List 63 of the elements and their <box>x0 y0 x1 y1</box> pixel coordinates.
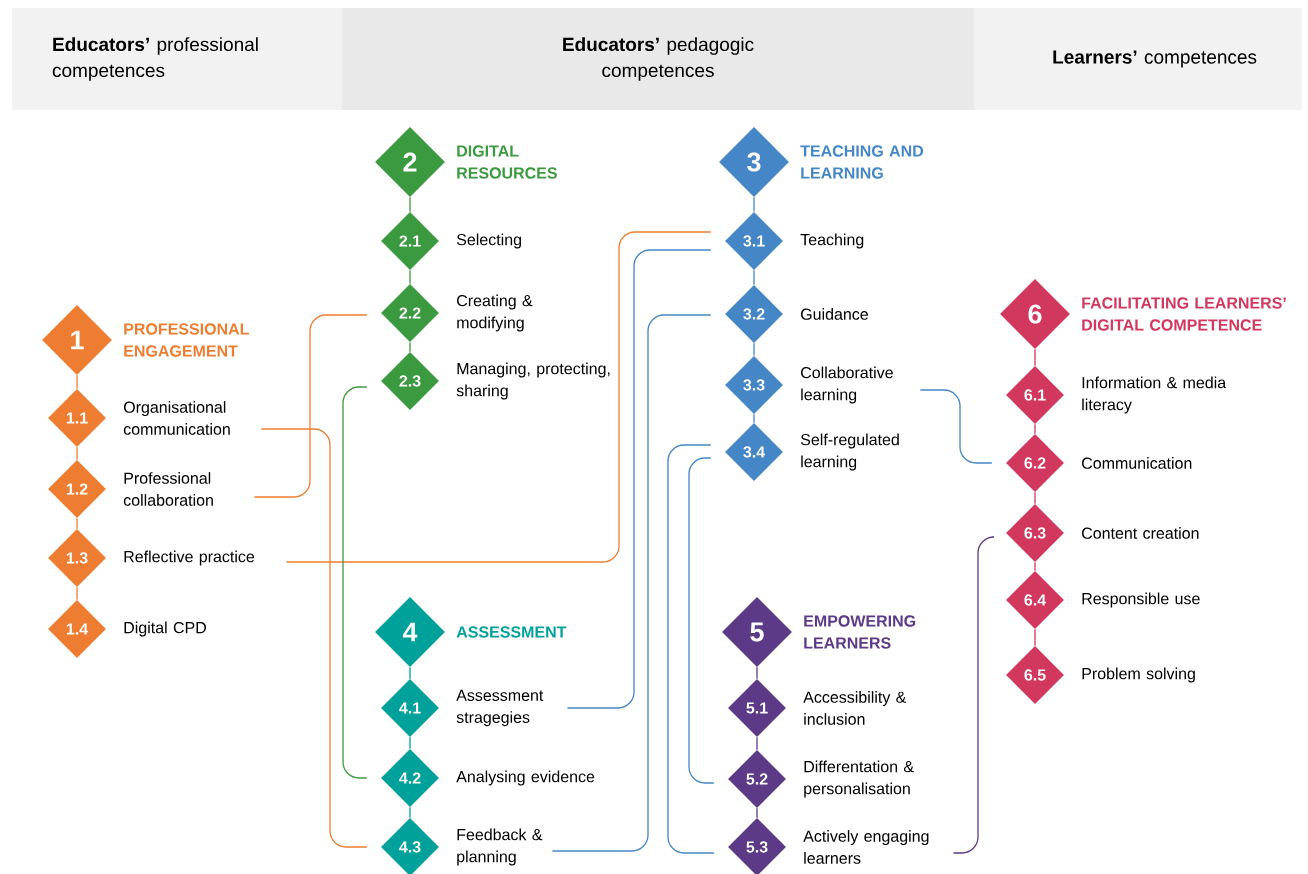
connector-line <box>409 806 411 819</box>
header-band: Learners’ competences <box>974 8 1302 110</box>
header-band: Educators’ professional competences <box>12 8 342 110</box>
connector-line <box>756 666 758 680</box>
connector-line <box>409 341 411 353</box>
connector-line <box>952 536 995 854</box>
area-heading: ASSESSMENT <box>456 626 567 638</box>
competence-label: Selecting <box>456 233 521 249</box>
connector-line <box>409 666 411 680</box>
connector-line <box>76 586 78 601</box>
connector-line <box>76 446 78 461</box>
competence-label: Analysing evidence <box>456 770 595 786</box>
area-heading: DIGITAL RESOURCES <box>457 145 557 179</box>
connector-line <box>551 314 712 852</box>
connector-line <box>756 736 758 751</box>
competence-label: Self-regulated learning <box>800 433 899 471</box>
competence-label: Actively engaging learners <box>803 830 929 864</box>
connector-line <box>667 444 715 854</box>
competence-label: Assessment stragegies <box>456 689 544 727</box>
connector-line <box>1034 628 1036 647</box>
connector-line <box>753 342 755 357</box>
competence-label: Teaching <box>800 233 864 249</box>
competence-label: Content creation <box>1082 527 1199 539</box>
competence-label: Communication <box>1082 457 1192 469</box>
connector-line <box>1034 491 1036 505</box>
competence-label: Information & media literacy <box>1082 376 1227 414</box>
competence-label: Managing, protecting, sharing <box>456 362 610 400</box>
competence-label: Digital CPD <box>124 621 206 637</box>
competence-label: Guidance <box>801 308 868 320</box>
area-heading: TEACHING AND LEARNING <box>800 145 924 179</box>
area-heading: PROFESSIONAL ENGAGEMENT <box>124 323 249 357</box>
connector-line <box>756 807 758 819</box>
competence-label: Feedback & planning <box>457 828 543 866</box>
connector-line <box>409 196 411 213</box>
competence-label: Differentation & personalisation <box>804 760 914 798</box>
connector-line <box>76 374 78 390</box>
connector-line <box>285 231 712 563</box>
header-band: Educators’ pedagogic competences <box>342 8 974 110</box>
connector-line <box>260 428 368 848</box>
competence-label: Problem solving <box>1082 667 1195 683</box>
connector-line <box>1034 423 1036 435</box>
connector-line <box>919 389 993 464</box>
connector-line <box>753 196 755 213</box>
competence-label: Collaborative learning <box>801 366 893 404</box>
connector-line <box>688 457 715 784</box>
connector-line <box>753 269 755 286</box>
connector-line <box>409 736 411 750</box>
area-heading: FACILITATING LEARNERS’ DIGITAL COMPETENCE <box>1082 297 1286 331</box>
connector-line <box>342 386 368 779</box>
competence-label: Reflective practice <box>124 550 255 566</box>
connector-line <box>1034 561 1036 572</box>
competence-label: Responsible use <box>1082 592 1200 608</box>
connector-line <box>409 269 411 285</box>
competence-label: Professional collaboration <box>123 472 213 506</box>
connector-line <box>566 249 712 709</box>
competence-label: Creating & modifying <box>457 294 533 332</box>
connector-line <box>253 314 368 498</box>
connector-line <box>76 517 78 530</box>
connector-line <box>1034 348 1036 367</box>
connector-line <box>753 413 755 424</box>
competence-label: Organisational communication <box>123 401 230 435</box>
area-heading: EMPOWERING LEARNERS <box>804 615 916 649</box>
competence-label: Accessibility & inclusion <box>803 691 907 725</box>
